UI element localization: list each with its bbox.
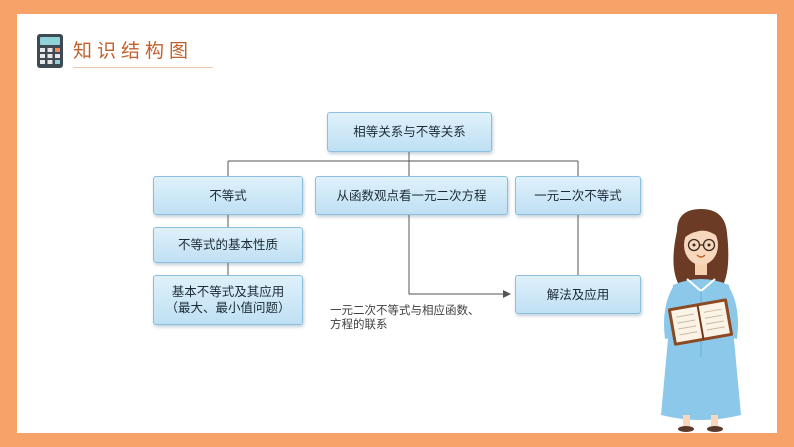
basic-property-node: 不等式的基本性质 bbox=[153, 227, 303, 263]
calculator-icon bbox=[37, 34, 63, 68]
page-title: 知识结构图 bbox=[73, 40, 194, 62]
connection-note-line1: 一元二次不等式与相应函数、 bbox=[330, 303, 480, 317]
function-view-node: 从函数观点看一元二次方程 bbox=[315, 176, 508, 215]
connection-note: 一元二次不等式与相应函数、 方程的联系 bbox=[330, 303, 520, 331]
solution-application-node: 解法及应用 bbox=[515, 275, 641, 314]
quadratic-inequality-node-label: 一元二次不等式 bbox=[534, 187, 622, 203]
teacher-illustration bbox=[661, 209, 741, 432]
basic-inequality-node-label-line1: 基本不等式及其应用 bbox=[171, 284, 285, 299]
basic-property-node-label: 不等式的基本性质 bbox=[177, 237, 278, 252]
root-node-label: 相等关系与不等关系 bbox=[353, 124, 466, 139]
quadratic-inequality-node: 一元二次不等式 bbox=[515, 176, 641, 215]
solution-application-node-label: 解法及应用 bbox=[546, 286, 610, 302]
diagram-connectors bbox=[227, 152, 579, 298]
basic-inequality-node: 基本不等式及其应用 （最大、最小值问题） bbox=[153, 275, 303, 325]
function-view-node-label: 从函数观点看一元二次方程 bbox=[336, 187, 487, 203]
connection-note-line2: 方程的联系 bbox=[330, 317, 388, 331]
basic-inequality-node-label-line2: （最大、最小值问题） bbox=[165, 300, 291, 315]
inequality-node: 不等式 bbox=[153, 176, 303, 215]
root-node: 相等关系与不等关系 bbox=[327, 112, 492, 152]
title-divider bbox=[73, 67, 213, 68]
inequality-node-label: 不等式 bbox=[209, 187, 247, 203]
slide-canvas: 知识结构图 相等关系与不等关系 不等式 从函数观点看一元二次方程 一元二次不等式 bbox=[17, 14, 777, 433]
